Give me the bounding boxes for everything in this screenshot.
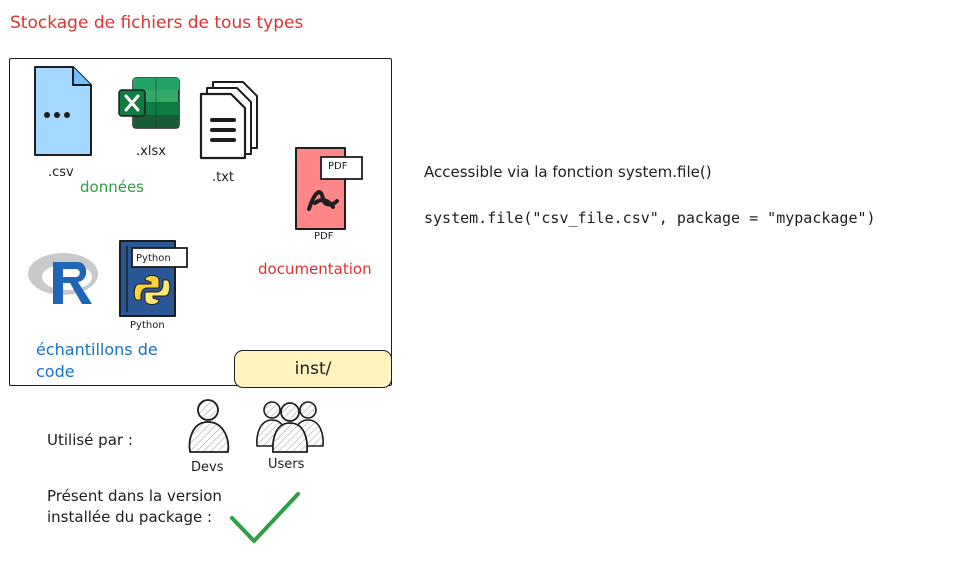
inst-folder-label: inst/ xyxy=(234,350,392,388)
code-samples-category-label: échantillons de code xyxy=(36,340,158,381)
dev-person-icon xyxy=(188,399,230,453)
pdf-file-icon xyxy=(295,147,363,230)
code-example: system.file("csv_file.csv", package = "m… xyxy=(424,209,876,227)
python-badge-text: Python xyxy=(136,253,171,264)
csv-label: .csv xyxy=(48,165,74,180)
documentation-category-label: documentation xyxy=(258,260,372,278)
excel-file-icon xyxy=(118,77,180,129)
installed-version-label: Présent dans la version installée du pac… xyxy=(47,487,222,526)
csv-file-icon xyxy=(34,66,92,156)
r-logo-icon xyxy=(28,253,98,304)
checkmark-icon xyxy=(230,492,300,543)
page-title: Stockage de fichiers de tous types xyxy=(10,13,304,33)
users-group-icon xyxy=(256,401,324,453)
txt-label: .txt xyxy=(212,170,235,185)
users-label: Users xyxy=(268,457,305,472)
used-by-label: Utilisé par : xyxy=(47,431,133,449)
python-label: Python xyxy=(130,320,165,331)
devs-label: Devs xyxy=(191,460,224,475)
inst-folder-text: inst/ xyxy=(294,359,332,379)
access-description: Accessible via la fonction system.file() xyxy=(424,163,712,181)
python-file-icon xyxy=(119,240,188,317)
pdf-badge-text: PDF xyxy=(328,161,348,172)
xlsx-label: .xlsx xyxy=(136,144,166,159)
data-category-label: données xyxy=(80,178,144,196)
txt-file-icon xyxy=(199,81,258,160)
pdf-label: PDF xyxy=(314,231,334,242)
inst-container-box xyxy=(9,58,392,386)
